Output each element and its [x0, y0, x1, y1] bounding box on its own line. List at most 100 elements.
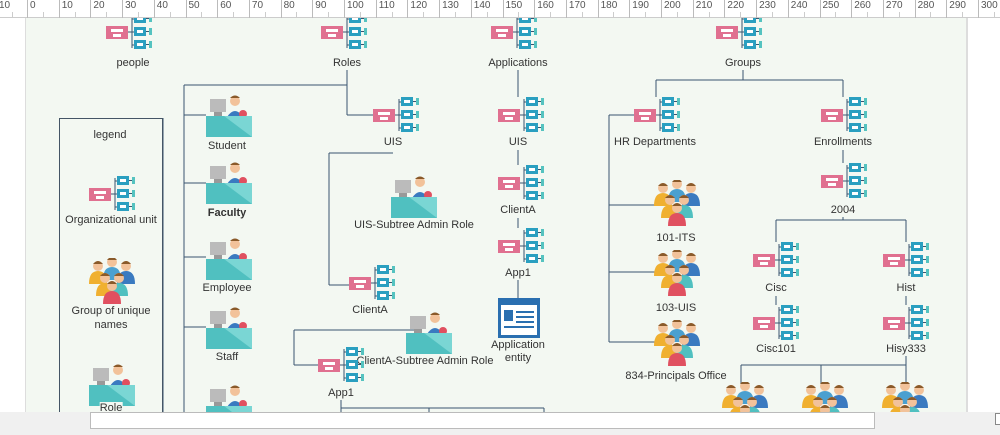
application-entity-label-2: entity — [504, 352, 532, 365]
hist-icon[interactable] — [883, 242, 932, 285]
ruler-tick: 290 — [946, 0, 966, 18]
group-partial-icon[interactable] — [799, 381, 851, 412]
ruler-tick: 30 — [122, 0, 136, 18]
ruler-minor-tick — [137, 12, 139, 18]
scroll-right-button[interactable] — [995, 413, 1000, 425]
staff-icon[interactable] — [206, 305, 252, 354]
legend-role-icon[interactable] — [89, 362, 135, 411]
ruler-minor-tick — [993, 12, 995, 18]
ruler-tick: 10 — [0, 0, 10, 18]
applications-label: Applications — [488, 57, 548, 70]
ruler-tick: 60 — [217, 0, 231, 18]
ruler-tick: 40 — [153, 0, 168, 18]
hisy333-label: Hisy333 — [886, 343, 926, 356]
ruler-tick: 50 — [185, 0, 200, 18]
clienta-app-label: ClientA — [500, 204, 536, 217]
ruler-tick: 220 — [724, 0, 744, 18]
ruler-minor-tick — [423, 12, 425, 18]
horizontal-scrollbar[interactable] — [90, 412, 875, 429]
clienta-role-icon[interactable] — [349, 265, 398, 308]
student-icon[interactable] — [206, 93, 252, 142]
ruler-minor-tick — [518, 12, 520, 18]
legend-group-label: Group of unique — [71, 305, 151, 318]
ruler-minor-tick — [930, 12, 932, 18]
ruler-minor-tick — [264, 12, 266, 18]
ruler-minor-tick — [771, 12, 773, 18]
ruler-tick: 0 — [27, 0, 36, 18]
app1-role-icon[interactable] — [318, 347, 367, 390]
clienta-app-icon[interactable] — [498, 165, 547, 208]
student-label: Student — [208, 140, 246, 153]
enrollments-icon[interactable] — [821, 97, 870, 140]
connector-lines — [162, 70, 907, 412]
employee-icon[interactable] — [206, 236, 252, 285]
ruler-tick: 190 — [629, 0, 649, 18]
hisy333-icon[interactable] — [883, 305, 932, 348]
cisc-icon[interactable] — [753, 242, 802, 285]
ruler-minor-tick — [803, 12, 805, 18]
group-834-principals-icon[interactable] — [651, 319, 703, 371]
ruler-tick: 90 — [312, 0, 326, 18]
legend-group-label-2: names — [94, 319, 128, 332]
roles-icon[interactable] — [321, 18, 370, 57]
ruler-minor-tick — [867, 12, 868, 18]
ruler-minor-tick — [898, 12, 900, 18]
ruler-tick: 200 — [661, 0, 681, 18]
ruler-tick: 240 — [787, 0, 807, 18]
clienta-admin-role-label: ClientA-Subtree Admin Role — [356, 355, 494, 368]
faculty-icon[interactable] — [206, 160, 252, 209]
ruler-minor-tick — [454, 12, 456, 18]
legend-org-unit-label: Organizational unit — [65, 214, 157, 227]
legend-org-unit-icon[interactable] — [89, 176, 138, 219]
uis-role-icon[interactable] — [373, 97, 422, 140]
ruler-minor-tick — [708, 12, 710, 18]
hr-departments-label: HR Departments — [614, 136, 696, 149]
node-2004-icon[interactable] — [821, 163, 870, 206]
group-103-uis-icon[interactable] — [651, 249, 703, 301]
groups-label: Groups — [724, 57, 762, 70]
cisc101-icon[interactable] — [753, 305, 802, 348]
legend-group-icon[interactable] — [86, 257, 138, 309]
group-101-its-icon[interactable] — [651, 179, 703, 231]
node-2004-label: 2004 — [830, 204, 856, 217]
ruler-minor-tick — [835, 12, 837, 18]
ruler-minor-tick — [740, 12, 742, 18]
ruler-tick: 230 — [756, 0, 776, 18]
ruler-tick: 280 — [914, 0, 934, 18]
ruler-tick: 210 — [692, 0, 712, 18]
ruler-tick: 120 — [407, 0, 427, 18]
applications-icon[interactable] — [491, 18, 540, 57]
ruler-minor-tick — [233, 12, 234, 18]
hr-departments-icon[interactable] — [634, 97, 683, 140]
people-icon[interactable] — [106, 18, 155, 57]
uis-admin-role-icon[interactable] — [391, 174, 437, 223]
cisc-label: Cisc — [765, 282, 787, 295]
roles-label: Roles — [332, 57, 362, 70]
clienta-admin-role-icon[interactable] — [406, 310, 452, 359]
ruler-tick: 170 — [565, 0, 586, 18]
ruler-minor-tick — [106, 12, 108, 18]
groups-icon[interactable] — [716, 18, 765, 57]
group-partial-icon[interactable] — [719, 381, 771, 412]
uis-app-icon[interactable] — [498, 97, 547, 140]
ruler-tick: 100 — [344, 0, 364, 18]
group-103-uis-label: 103-UIS — [655, 302, 697, 315]
ruler-tick: 70 — [248, 0, 263, 18]
ruler-minor-tick — [359, 12, 361, 18]
uis-admin-role-label: UIS-Subtree Admin Role — [354, 219, 474, 232]
app1-app-icon[interactable] — [498, 228, 547, 271]
ruler-minor-tick — [74, 12, 76, 18]
ruler-tick: 130 — [439, 0, 459, 18]
ruler-minor-tick — [613, 12, 615, 18]
faculty-label: Faculty — [207, 207, 247, 220]
uis-role-label: UIS — [383, 136, 403, 149]
ruler-tick: 110 — [375, 0, 395, 18]
application-entity-icon[interactable] — [498, 298, 540, 343]
app1-role-label: App1 — [328, 387, 354, 400]
clienta-role-label: ClientA — [352, 304, 388, 317]
group-partial-icon[interactable] — [879, 381, 931, 412]
role-partial-icon[interactable] — [206, 383, 252, 412]
employee-label: Employee — [202, 282, 252, 295]
ruler-minor-tick — [486, 12, 488, 18]
